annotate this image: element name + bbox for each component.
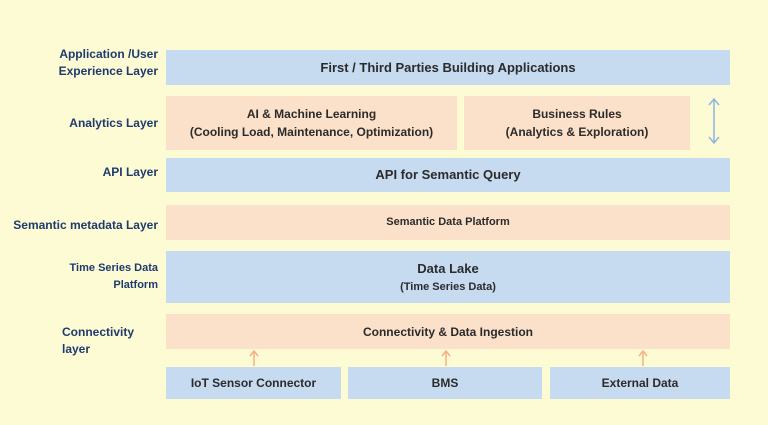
ai-ml-subtitle: (Cooling Load, Maintenance, Optimization… [189,125,434,139]
external-data-box: External Data [550,367,730,399]
layer-label-time-series-line2: Platform [113,279,158,291]
bms-box: BMS [348,367,542,399]
ai-ml-title: AI & Machine Learning [246,107,377,121]
layer-label-application: Application /User Experience Layer [14,46,158,80]
up-arrow-icon [249,349,259,366]
layer-label-application-line1: Application /User [59,47,158,61]
semantic-box: Semantic Data Platform [166,205,730,240]
up-arrow-icon [441,349,451,366]
ingestion-box: Connectivity & Data Ingestion [166,314,730,349]
layer-label-time-series: Time Series Data Platform [14,260,158,294]
data-lake-box: Data Lake (Time Series Data) [166,251,730,303]
layer-label-semantic: Semantic metadata Layer [13,218,158,232]
layer-label-connectivity: Connectivity layer [62,324,152,358]
iot-connector-text: IoT Sensor Connector [190,376,317,390]
layer-label-connectivity-line2: layer [62,342,91,356]
ai-ml-box: AI & Machine Learning (Cooling Load, Mai… [166,96,457,150]
layer-label-connectivity-line1: Connectivity [62,325,135,339]
layer-label-api: API Layer [102,165,158,179]
layer-label-analytics: Analytics Layer [69,116,158,130]
app-box-text: First / Third Parties Building Applicati… [320,59,576,75]
data-lake-title: Data Lake [417,260,479,276]
business-rules-title: Business Rules [532,107,622,121]
up-arrow-icon [638,349,648,366]
iot-connector-box: IoT Sensor Connector [166,367,341,399]
business-rules-subtitle: (Analytics & Exploration) [505,125,649,139]
bms-text: BMS [431,376,459,390]
business-rules-box: Business Rules (Analytics & Exploration) [464,96,690,150]
api-box-text: API for Semantic Query [375,167,521,182]
double-vertical-arrow-icon [708,97,720,145]
data-lake-subtitle: (Time Series Data) [400,280,496,293]
external-data-text: External Data [601,376,679,390]
semantic-box-text: Semantic Data Platform [386,216,510,228]
layer-label-time-series-line1: Time Series Data [69,262,158,274]
layer-label-application-line2: Experience Layer [58,64,158,78]
ingestion-box-text: Connectivity & Data Ingestion [362,324,534,339]
api-box: API for Semantic Query [166,158,730,192]
app-box: First / Third Parties Building Applicati… [166,50,730,85]
